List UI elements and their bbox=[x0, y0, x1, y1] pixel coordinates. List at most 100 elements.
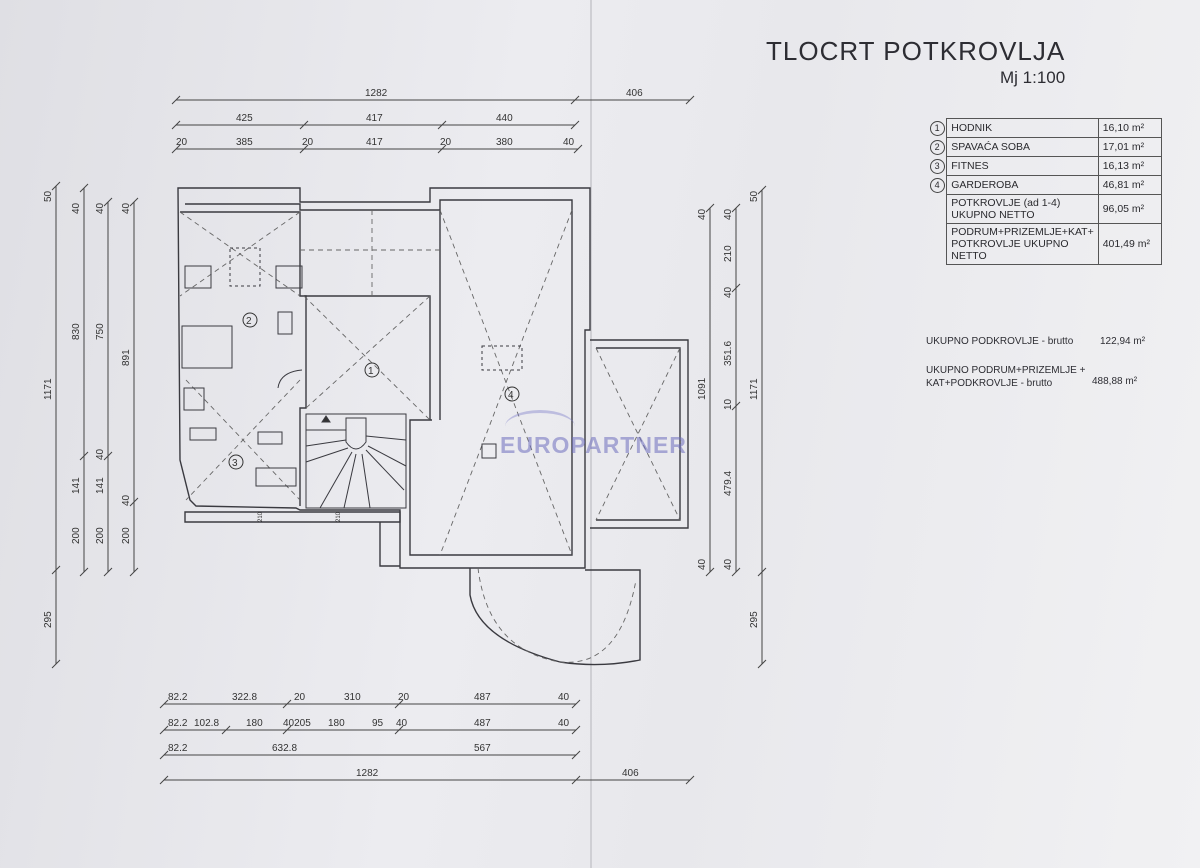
dim-label: 40 bbox=[121, 494, 132, 506]
dim-label: 40 bbox=[396, 718, 408, 729]
dim-label: 406 bbox=[622, 768, 639, 779]
dim-label: 200 bbox=[95, 527, 106, 544]
dim-label: 417 bbox=[366, 113, 383, 124]
dim-label: 1282 bbox=[356, 768, 379, 779]
dim-label: 180 bbox=[328, 718, 345, 729]
room-area: 16,13 bbox=[1102, 160, 1129, 172]
dim-label: 487 bbox=[474, 718, 491, 729]
room-name: HODNIK bbox=[946, 118, 1099, 138]
dim-label: 210 bbox=[258, 511, 264, 522]
total-label: POTKROVLJE UKUPNO NETTO bbox=[951, 238, 1069, 262]
total-label: UKUPNO NETTO bbox=[951, 209, 1035, 221]
dim-label: 50 bbox=[749, 190, 760, 202]
room-number: 4 bbox=[929, 177, 945, 193]
area-unit: m² bbox=[1131, 122, 1145, 134]
total-label: PODRUM+PRIZEMLJE+KAT+ bbox=[951, 226, 1094, 238]
summary-label: KAT+PODKROVLJE - brutto bbox=[926, 378, 1053, 389]
dim-label: 425 bbox=[236, 113, 253, 124]
area-unit: m² bbox=[1131, 203, 1145, 215]
room-row: 3 FITNES 16,13 m² bbox=[928, 156, 1163, 176]
room-number: 3 bbox=[929, 158, 945, 174]
dim-label: 479.4 bbox=[723, 471, 734, 496]
plan-room-label: 4 bbox=[508, 390, 514, 401]
total-area: 96,05 bbox=[1102, 203, 1129, 215]
dim-label: 40 bbox=[723, 558, 734, 570]
summary-label: UKUPNO PODKROVLJE - brutto bbox=[926, 336, 1074, 347]
dim-label: 830 bbox=[71, 323, 82, 340]
dim-label: 750 bbox=[95, 323, 106, 340]
dim-label: 20 bbox=[294, 692, 306, 703]
paper-fold bbox=[590, 0, 592, 868]
dim-label: 40 bbox=[563, 137, 575, 148]
dim-label: 40 bbox=[71, 202, 82, 214]
dim-label: 1171 bbox=[43, 378, 54, 400]
dim-label: 210 bbox=[336, 511, 342, 522]
dim-label: 210 bbox=[723, 245, 734, 262]
plan-room-label: 2 bbox=[246, 316, 252, 327]
area-unit: m² bbox=[1131, 179, 1145, 191]
dim-label: 891 bbox=[121, 349, 132, 366]
room-row: 1 HODNIK 16,10 m² bbox=[928, 118, 1163, 138]
dim-label: 50 bbox=[43, 190, 54, 202]
dim-label: 141 bbox=[95, 477, 106, 494]
room-area: 16,10 bbox=[1102, 122, 1129, 134]
dim-label: 40 bbox=[558, 692, 570, 703]
dim-label: 322.8 bbox=[232, 692, 257, 703]
watermark-logo-arc bbox=[505, 410, 575, 443]
dim-label: 40 bbox=[723, 208, 734, 220]
dim-label: 40 bbox=[558, 718, 570, 729]
total-label: POTKROVLJE (ad 1-4) bbox=[951, 197, 1061, 209]
plan-title: TLOCRT POTKROVLJA bbox=[766, 36, 1066, 66]
dim-label: 102.8 bbox=[194, 718, 219, 729]
plan-scale: Mj 1:100 bbox=[1000, 68, 1066, 87]
dim-label: 40 bbox=[95, 448, 106, 460]
dim-label: 180 bbox=[246, 718, 263, 729]
room-area: 46,81 bbox=[1102, 179, 1129, 191]
room-row: 4 GARDEROBA 46,81 m² bbox=[928, 175, 1163, 195]
room-number: 1 bbox=[929, 120, 945, 136]
summary-value: 122,94 m² bbox=[1100, 336, 1146, 347]
dim-label: 632.8 bbox=[272, 743, 297, 754]
dim-label: 295 bbox=[43, 611, 54, 628]
room-area: 17,01 bbox=[1102, 141, 1129, 153]
room-number: 2 bbox=[929, 139, 945, 155]
dim-label: 82.2 bbox=[168, 718, 188, 729]
dim-label: 1282 bbox=[365, 88, 388, 99]
dim-label: 295 bbox=[749, 611, 760, 628]
dim-label: 1091 bbox=[697, 377, 708, 400]
dim-label: 440 bbox=[496, 113, 513, 124]
dim-label: 141 bbox=[71, 477, 82, 494]
room-area-table: 1 HODNIK 16,10 m² 2 SPAVAĆA SOBA 17,01 m… bbox=[928, 118, 1163, 265]
room-name: GARDEROBA bbox=[946, 175, 1099, 195]
area-unit: m² bbox=[1131, 141, 1145, 153]
summary-value: 488,88 m² bbox=[1092, 376, 1138, 387]
dim-label: 20 bbox=[302, 137, 314, 148]
dim-label: 20 bbox=[176, 137, 188, 148]
dim-label: 406 bbox=[626, 88, 643, 99]
dim-label: 385 bbox=[236, 137, 253, 148]
dim-label: 487 bbox=[474, 692, 491, 703]
dim-label: 417 bbox=[366, 137, 383, 148]
dim-label: 200 bbox=[121, 527, 132, 544]
dim-label: 351.6 bbox=[723, 341, 734, 366]
total-row: PODRUM+PRIZEMLJE+KAT+POTKROVLJE UKUPNO N… bbox=[928, 223, 1163, 265]
dim-label: 20 bbox=[398, 692, 410, 703]
dim-label: 82.2 bbox=[168, 743, 188, 754]
dim-label: 20 bbox=[440, 137, 452, 148]
dim-label: 95 bbox=[372, 718, 384, 729]
total-row: POTKROVLJE (ad 1-4)UKUPNO NETTO 96,05 m² bbox=[928, 194, 1163, 224]
dim-label: 40 bbox=[121, 202, 132, 214]
summary-label: UKUPNO PODRUM+PRIZEMLJE + bbox=[926, 365, 1086, 376]
plan-room-label: 1 bbox=[368, 366, 374, 377]
dim-label: 40 bbox=[95, 202, 106, 214]
dim-label: 1171 bbox=[749, 378, 760, 400]
dim-label: 10 bbox=[723, 398, 734, 410]
dim-label: 380 bbox=[496, 137, 513, 148]
dim-label: 40 bbox=[697, 208, 708, 220]
dim-label: 40205 bbox=[283, 718, 311, 729]
dim-label: 40 bbox=[697, 558, 708, 570]
dim-label: 567 bbox=[474, 743, 491, 754]
watermark-logo: EUROPARTNER bbox=[500, 432, 687, 458]
